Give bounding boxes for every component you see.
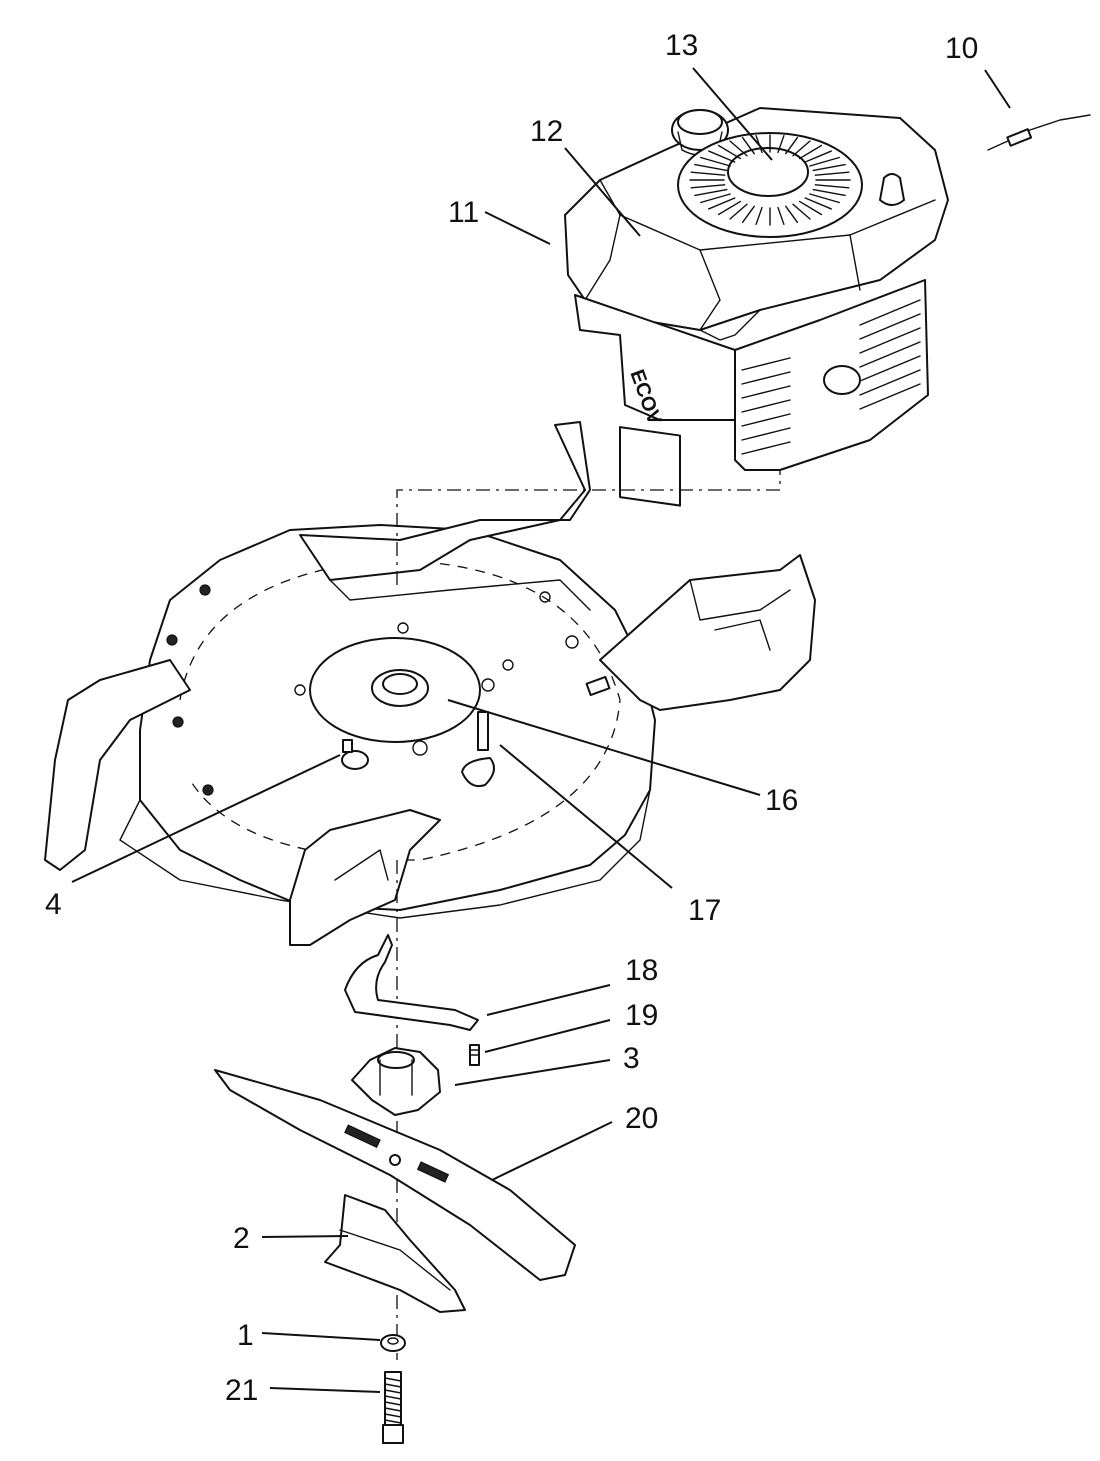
callout-13: 13 bbox=[665, 29, 698, 62]
callout-4: 4 bbox=[45, 888, 62, 921]
engine-assembly: ECOV bbox=[564, 107, 949, 507]
callout-3: 3 bbox=[623, 1042, 640, 1075]
callout-11: 11 bbox=[448, 196, 479, 229]
callout-17: 17 bbox=[688, 894, 721, 927]
callout-2: 2 bbox=[233, 1222, 250, 1255]
washer bbox=[380, 1334, 406, 1352]
blade bbox=[214, 1069, 576, 1281]
recoil-starter-cap bbox=[727, 147, 809, 197]
callout-20: 20 bbox=[625, 1102, 658, 1135]
callout-10: 10 bbox=[945, 32, 978, 65]
blade-adapter bbox=[351, 1047, 441, 1116]
callout-19: 19 bbox=[625, 999, 658, 1032]
key-part bbox=[341, 750, 369, 770]
callout-12: 12 bbox=[530, 115, 563, 148]
callout-numbers: 10 13 12 11 16 4 17 18 19 3 20 2 1 21 bbox=[45, 29, 978, 1407]
leader-lines bbox=[71, 67, 1011, 1393]
spark-plug-wire bbox=[987, 114, 1091, 151]
callout-18: 18 bbox=[625, 954, 658, 987]
blade-guard-bracket bbox=[344, 934, 479, 1031]
engine-mount-bolt bbox=[477, 711, 489, 751]
blade-bolt bbox=[382, 1371, 404, 1444]
bracket-screw bbox=[469, 1044, 480, 1066]
callout-21: 21 bbox=[225, 1374, 258, 1407]
callout-16: 16 bbox=[765, 784, 798, 817]
blade-stiffener bbox=[324, 1194, 466, 1313]
mower-deck bbox=[44, 421, 816, 946]
callout-1: 1 bbox=[237, 1319, 254, 1352]
